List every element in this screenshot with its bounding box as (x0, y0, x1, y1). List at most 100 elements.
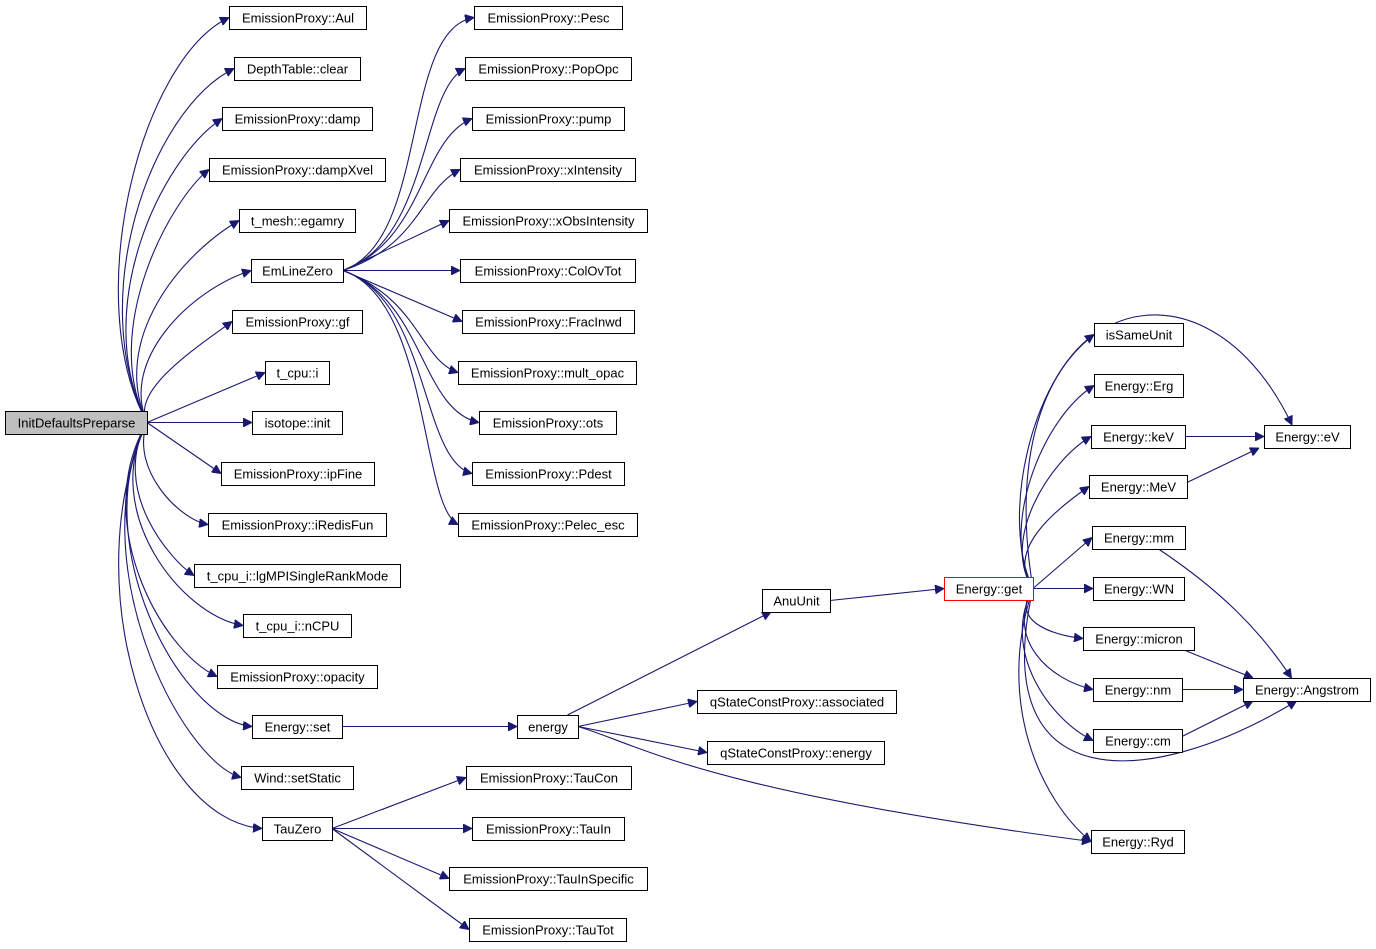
node-energyget[interactable]: Energy::get (944, 577, 1034, 601)
node-nm[interactable]: Energy::nm (1093, 678, 1183, 702)
node-label: EmissionProxy::ots (493, 416, 604, 431)
node-gf[interactable]: EmissionProxy::gf (232, 310, 363, 334)
edge-root-to-clear (121, 68, 234, 423)
node-box (1091, 425, 1186, 449)
node-label: DepthTable::clear (247, 62, 349, 77)
node-label: EmissionProxy::damp (235, 112, 361, 127)
node-pump[interactable]: EmissionProxy::pump (472, 107, 625, 131)
node-angstrom[interactable]: Energy::Angstrom (1243, 678, 1371, 702)
node-box (251, 259, 344, 283)
edge-emlinezero-to-pelec (342, 269, 458, 525)
edge-root-to-damp (125, 119, 222, 423)
edge-root-to-ipfine (146, 422, 221, 474)
node-mm[interactable]: Energy::mm (1092, 526, 1186, 550)
node-egamry[interactable]: t_mesh::egamry (239, 209, 356, 233)
node-isoinit[interactable]: isotope::init (252, 411, 343, 435)
node-box (217, 665, 378, 689)
node-qassoc[interactable]: qStateConstProxy::associated (697, 690, 897, 714)
node-popopc[interactable]: EmissionProxy::PopOpc (465, 57, 632, 81)
node-wn[interactable]: Energy::WN (1093, 577, 1185, 601)
node-xint[interactable]: EmissionProxy::xIntensity (460, 158, 636, 182)
node-label: EmissionProxy::PopOpc (478, 62, 619, 77)
node-box (462, 310, 635, 334)
node-pelec[interactable]: EmissionProxy::Pelec_esc (458, 513, 638, 537)
edge-root-to-dampxvel (130, 170, 209, 423)
node-label: energy (528, 720, 568, 735)
node-label: EmissionProxy::gf (245, 315, 349, 330)
node-kev[interactable]: Energy::keV (1091, 425, 1186, 449)
node-fracinwd[interactable]: EmissionProxy::FracInwd (462, 310, 635, 334)
edge-tauzero-to-tauinspec (331, 827, 449, 879)
node-box (1093, 577, 1185, 601)
node-cm[interactable]: Energy::cm (1093, 729, 1183, 753)
node-ncpu[interactable]: t_cpu_i::nCPU (243, 614, 352, 638)
node-box (1093, 729, 1183, 753)
node-tauinspec[interactable]: EmissionProxy::TauInSpecific (449, 867, 648, 891)
edge-emlinezero-to-xint (342, 169, 460, 272)
node-issame[interactable]: isSameUnit (1094, 323, 1184, 347)
node-box (221, 462, 375, 486)
node-label: EmissionProxy::iRedisFun (222, 518, 374, 533)
node-box (262, 817, 333, 841)
node-dampxvel[interactable]: EmissionProxy::dampXvel (209, 158, 386, 182)
node-energy[interactable]: energy (517, 715, 579, 739)
node-box (239, 209, 356, 233)
node-colovtot[interactable]: EmissionProxy::ColOvTot (460, 259, 636, 283)
node-anuunit[interactable]: AnuUnit (762, 589, 831, 613)
node-label: isSameUnit (1106, 328, 1173, 343)
node-label: Energy::MeV (1101, 480, 1176, 495)
node-box (1243, 678, 1371, 702)
edge-tauzero-to-tautot (331, 828, 469, 930)
edge-mm-to-angstrom (1158, 548, 1292, 678)
node-tautot[interactable]: EmissionProxy::TauTot (469, 918, 627, 942)
node-multopac[interactable]: EmissionProxy::mult_opac (458, 361, 637, 385)
node-box (944, 577, 1034, 601)
edge-energyget-to-erg (1020, 386, 1094, 589)
node-xobs[interactable]: EmissionProxy::xObsIntensity (449, 209, 648, 233)
node-ryd[interactable]: Energy::Ryd (1091, 830, 1185, 854)
node-qenergy[interactable]: qStateConstProxy::energy (707, 741, 885, 765)
node-clear[interactable]: DepthTable::clear (234, 57, 361, 81)
node-lgmpi[interactable]: t_cpu_i::lgMPISingleRankMode (194, 564, 401, 588)
node-box (466, 766, 632, 790)
node-label: Energy::mm (1104, 531, 1174, 546)
node-damp[interactable]: EmissionProxy::damp (222, 107, 373, 131)
edge-root-to-opacity (125, 422, 217, 677)
node-taucon[interactable]: EmissionProxy::TauCon (466, 766, 632, 790)
node-label: Energy::cm (1105, 734, 1171, 749)
node-aul[interactable]: EmissionProxy::Aul (229, 6, 367, 30)
node-label: Energy::nm (1105, 683, 1171, 698)
node-mev[interactable]: Energy::MeV (1089, 475, 1188, 499)
edge-root-to-egamry (136, 221, 239, 423)
node-pdest[interactable]: EmissionProxy::Pdest (472, 462, 625, 486)
node-micron[interactable]: Energy::micron (1083, 627, 1195, 651)
node-tauzero[interactable]: TauZero (262, 817, 333, 841)
edge-emlinezero-to-pesc (342, 18, 474, 272)
edge-root-to-ncpu (132, 422, 243, 626)
edge-tauzero-to-taucon (331, 778, 466, 830)
node-box (229, 6, 367, 30)
node-tauin[interactable]: EmissionProxy::TauIn (472, 817, 625, 841)
node-tcpui[interactable]: t_cpu::i (265, 361, 330, 385)
node-label: InitDefaultsPreparse (18, 416, 136, 431)
node-box (517, 715, 579, 739)
node-pesc[interactable]: EmissionProxy::Pesc (474, 6, 623, 30)
node-opacity[interactable]: EmissionProxy::opacity (217, 665, 378, 689)
node-ots[interactable]: EmissionProxy::ots (479, 411, 617, 435)
node-box (469, 918, 627, 942)
node-box (209, 158, 386, 182)
node-erg[interactable]: Energy::Erg (1094, 374, 1184, 398)
edges-layer (117, 18, 1296, 930)
node-label: Wind::setStatic (254, 771, 341, 786)
node-label: EmissionProxy::FracInwd (475, 315, 622, 330)
edge-energyget-to-mev (1024, 487, 1089, 589)
node-box (1092, 526, 1186, 550)
node-ev[interactable]: Energy::eV (1264, 425, 1351, 449)
node-root[interactable]: InitDefaultsPreparse (5, 411, 148, 435)
node-iredisfun[interactable]: EmissionProxy::iRedisFun (208, 513, 387, 537)
node-box (762, 589, 831, 613)
node-ipfine[interactable]: EmissionProxy::ipFine (221, 462, 375, 486)
node-emlinezero[interactable]: EmLineZero (251, 259, 344, 283)
node-setstatic[interactable]: Wind::setStatic (241, 766, 354, 790)
node-energyset[interactable]: Energy::set (252, 715, 343, 739)
